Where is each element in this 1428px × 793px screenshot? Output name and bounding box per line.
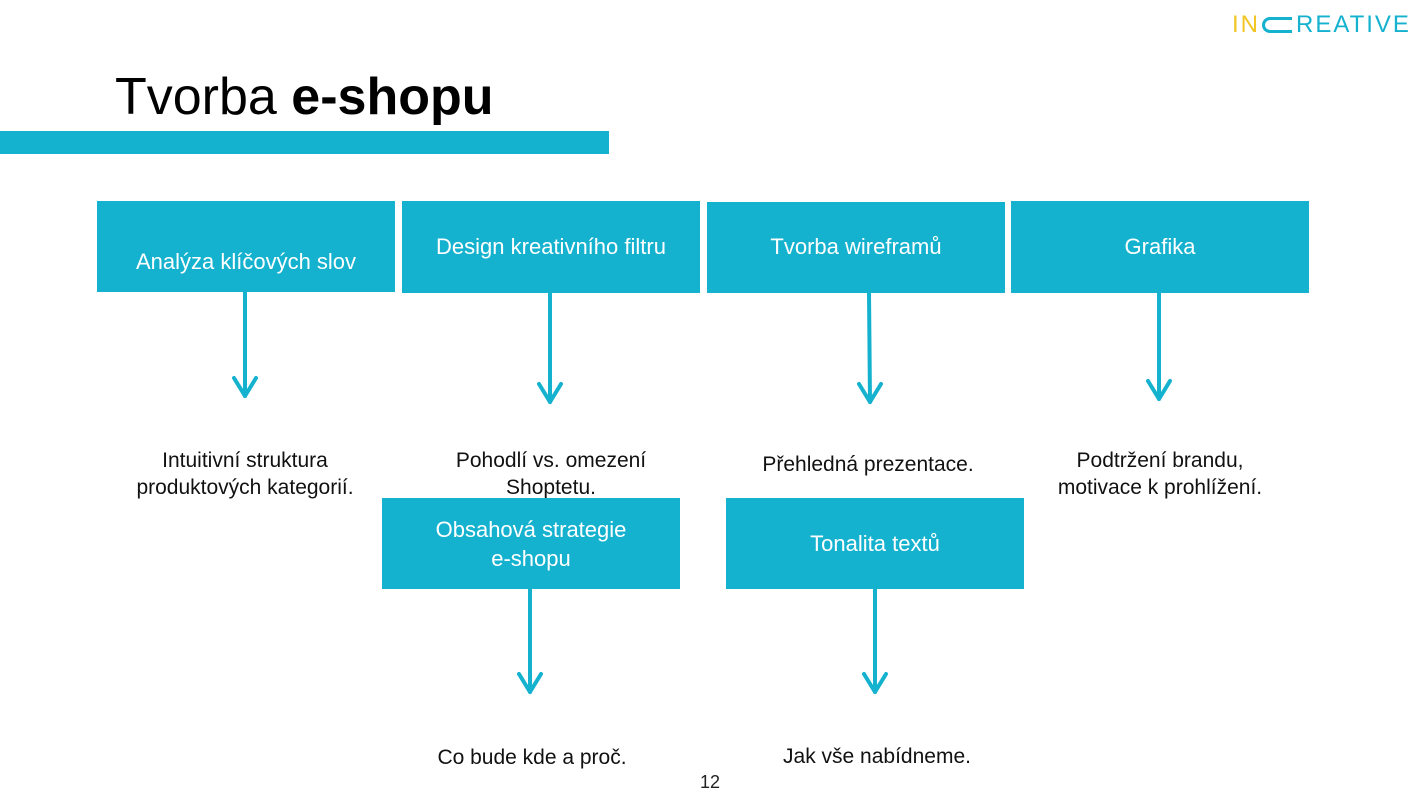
title-underline-bar [0, 131, 609, 154]
step-label: Obsahová strategie e-shopu [435, 516, 627, 571]
logo-text-reative: REATIVE [1296, 11, 1411, 38]
step-description-content-strategy: Co bude kde a proč. [437, 746, 627, 769]
step-description-keyword-analysis: Intuitivní struktura produktových katego… [136, 449, 354, 499]
arrow-5 [517, 587, 543, 694]
step-description-text-tonality: Jak vše nabídneme. [783, 745, 971, 768]
step-description-graphics: Podtržení brandu, motivace k prohlížení. [1057, 449, 1263, 499]
step-label: Tonalita textů [810, 531, 940, 556]
page-number: 12 [700, 772, 721, 792]
step-label: Tvorba wireframů [770, 234, 942, 259]
step-box-keyword-analysis: Analýza klíčových slov [97, 201, 395, 292]
slide-title-light: Tvorba [115, 68, 292, 126]
step-label: Grafika [1124, 233, 1196, 259]
arrow-4 [1146, 291, 1172, 401]
slide-title: Tvorba e-shopu [115, 62, 494, 132]
step-box-filter-design: Design kreativního filtru [402, 201, 700, 293]
step-box-content-strategy: Obsahová strategie e-shopu [382, 498, 680, 589]
step-box-wireframes: Tvorba wireframů [707, 202, 1005, 293]
step-description-wireframes: Přehledná prezentace. [762, 453, 974, 476]
arrow-1 [232, 290, 258, 398]
step-box-graphics: Grafika [1011, 201, 1309, 293]
step-label: Analýza klíčových slov [135, 248, 357, 274]
arrow-6 [862, 587, 888, 694]
logo-c-shape [1262, 17, 1292, 33]
increative-logo: IN REATIVE [1232, 8, 1411, 42]
step-description-filter-design: Pohodlí vs. omezení Shoptetu. [455, 449, 647, 499]
arrow-2 [537, 291, 563, 404]
logo-text-in: IN [1232, 11, 1260, 38]
step-box-text-tonality: Tonalita textů [726, 498, 1024, 589]
step-label: Design kreativního filtru [436, 233, 666, 259]
slide-title-bold: e-shopu [291, 68, 494, 126]
arrow-3 [857, 291, 883, 404]
